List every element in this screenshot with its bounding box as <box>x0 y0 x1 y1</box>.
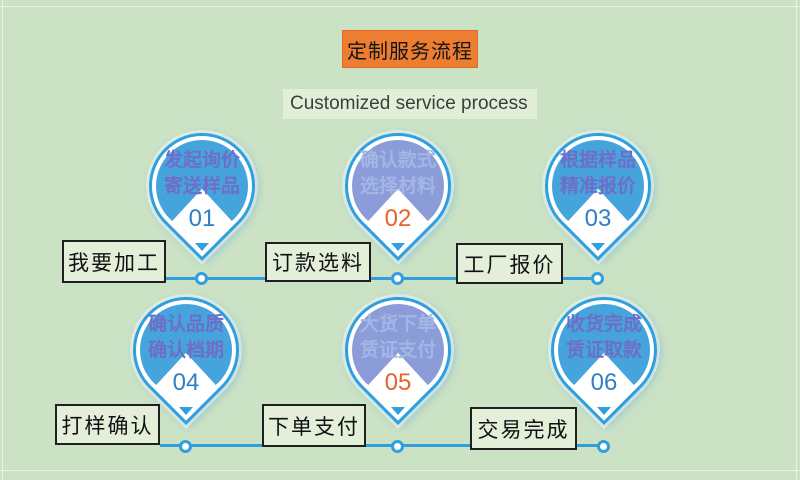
step-line2: 精准报价 <box>559 176 636 197</box>
step-description: 收货完成 赁证取款 <box>544 312 664 364</box>
connector-node-4 <box>179 440 192 453</box>
step-balloon-03: 根据样品 精准报价 03 <box>523 111 673 279</box>
step-line2: 选择材料 <box>359 176 436 197</box>
step-balloon-02: 确认款式 选择材料 02 <box>323 111 473 279</box>
connector-node-1 <box>195 272 208 285</box>
step-line1: 确认款式 <box>359 150 436 171</box>
step-line2: 赁证取款 <box>565 340 642 361</box>
step-number: 02 <box>384 205 412 232</box>
arrow-down-icon <box>391 243 405 251</box>
connector-line-row2 <box>160 444 607 447</box>
grid-line-right <box>796 0 797 480</box>
step-line2: 赁证支付 <box>359 340 436 361</box>
step-line1: 根据样品 <box>559 150 636 171</box>
flow-label-box-6: 交易完成 <box>470 407 577 450</box>
diagram-title: 定制服务流程 <box>342 30 478 68</box>
arrow-down-icon <box>179 407 193 415</box>
flow-label-box-5: 下单支付 <box>262 404 366 447</box>
arrow-down-icon <box>391 407 405 415</box>
step-number: 04 <box>172 369 200 396</box>
step-balloon-05: 大货下单 赁证支付 05 <box>323 275 473 443</box>
step-description: 发起询价 寄送样品 <box>142 148 262 200</box>
step-line2: 寄送样品 <box>163 176 240 197</box>
step-line1: 大货下单 <box>359 314 436 335</box>
step-line1: 确认品质 <box>147 314 224 335</box>
connector-node-2 <box>391 272 404 285</box>
connector-node-6 <box>597 440 610 453</box>
step-balloon-01: 发起询价 寄送样品 01 <box>127 111 277 279</box>
arrow-down-icon <box>195 243 209 251</box>
step-line1: 收货完成 <box>565 314 642 335</box>
step-number: 06 <box>590 369 618 396</box>
arrow-down-icon <box>597 407 611 415</box>
flow-label-box-4: 打样确认 <box>55 404 160 445</box>
grid-line-left <box>2 0 3 480</box>
grid-line-bottom <box>0 470 800 471</box>
step-number: 05 <box>384 369 412 396</box>
diagram-subtitle: Customized service process <box>283 89 537 119</box>
step-number: 01 <box>188 205 216 232</box>
flow-label-box-2: 订款选料 <box>265 242 371 282</box>
connector-line-row1 <box>166 277 598 280</box>
flow-label-box-3: 工厂报价 <box>456 243 563 284</box>
grid-line-top <box>0 6 800 7</box>
step-line1: 发起询价 <box>163 150 240 171</box>
step-number: 03 <box>584 205 612 232</box>
step-line2: 确认档期 <box>147 340 224 361</box>
step-description: 大货下单 赁证支付 <box>338 312 458 364</box>
connector-node-3 <box>591 272 604 285</box>
arrow-down-icon <box>591 243 605 251</box>
step-description: 根据样品 精准报价 <box>538 148 658 200</box>
step-balloon-04: 确认品质 确认档期 04 <box>111 275 261 443</box>
step-balloon-06: 收货完成 赁证取款 06 <box>529 275 679 443</box>
connector-node-5 <box>391 440 404 453</box>
step-description: 确认款式 选择材料 <box>338 148 458 200</box>
flow-label-box-1: 我要加工 <box>62 240 166 283</box>
step-description: 确认品质 确认档期 <box>126 312 246 364</box>
